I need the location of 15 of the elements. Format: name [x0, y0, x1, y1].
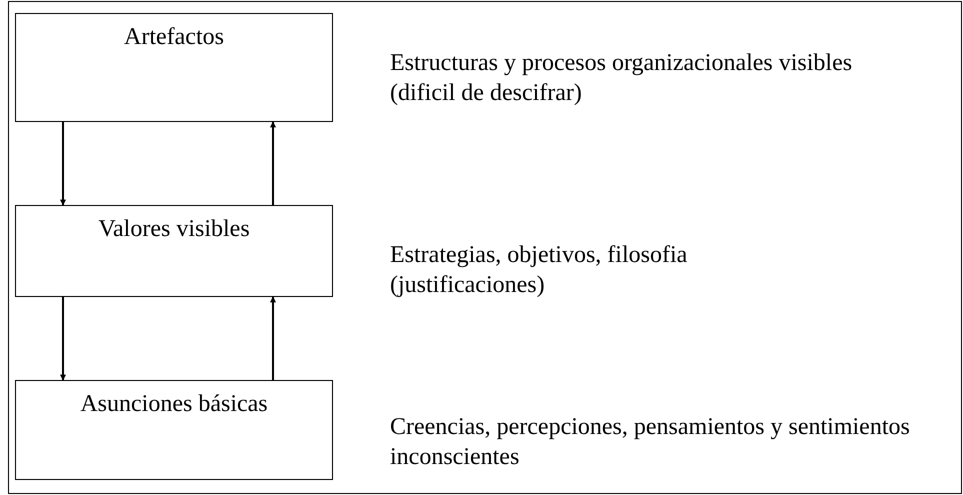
arrow	[270, 121, 276, 205]
arrow	[60, 122, 66, 206]
process-box	[15, 13, 333, 122]
process-box	[15, 205, 333, 297]
process-box	[15, 380, 333, 480]
arrow	[60, 297, 66, 381]
box-label: Asunciones básicas	[80, 390, 268, 419]
description-text: (justificaciones)	[390, 271, 546, 300]
box-label: Artefactos	[124, 23, 224, 52]
arrow	[270, 296, 276, 380]
description-text: Creencias, percepciones, pensamientos y sentimientos inconscientes	[390, 413, 911, 472]
description-text: (dificil de descifrar)	[390, 79, 583, 108]
box-label: Valores visibles	[98, 215, 250, 244]
description-text: Estrategias, objetivos, filosofia	[390, 241, 688, 270]
description-text: Estructuras y procesos organizacionales visibles	[390, 49, 854, 78]
